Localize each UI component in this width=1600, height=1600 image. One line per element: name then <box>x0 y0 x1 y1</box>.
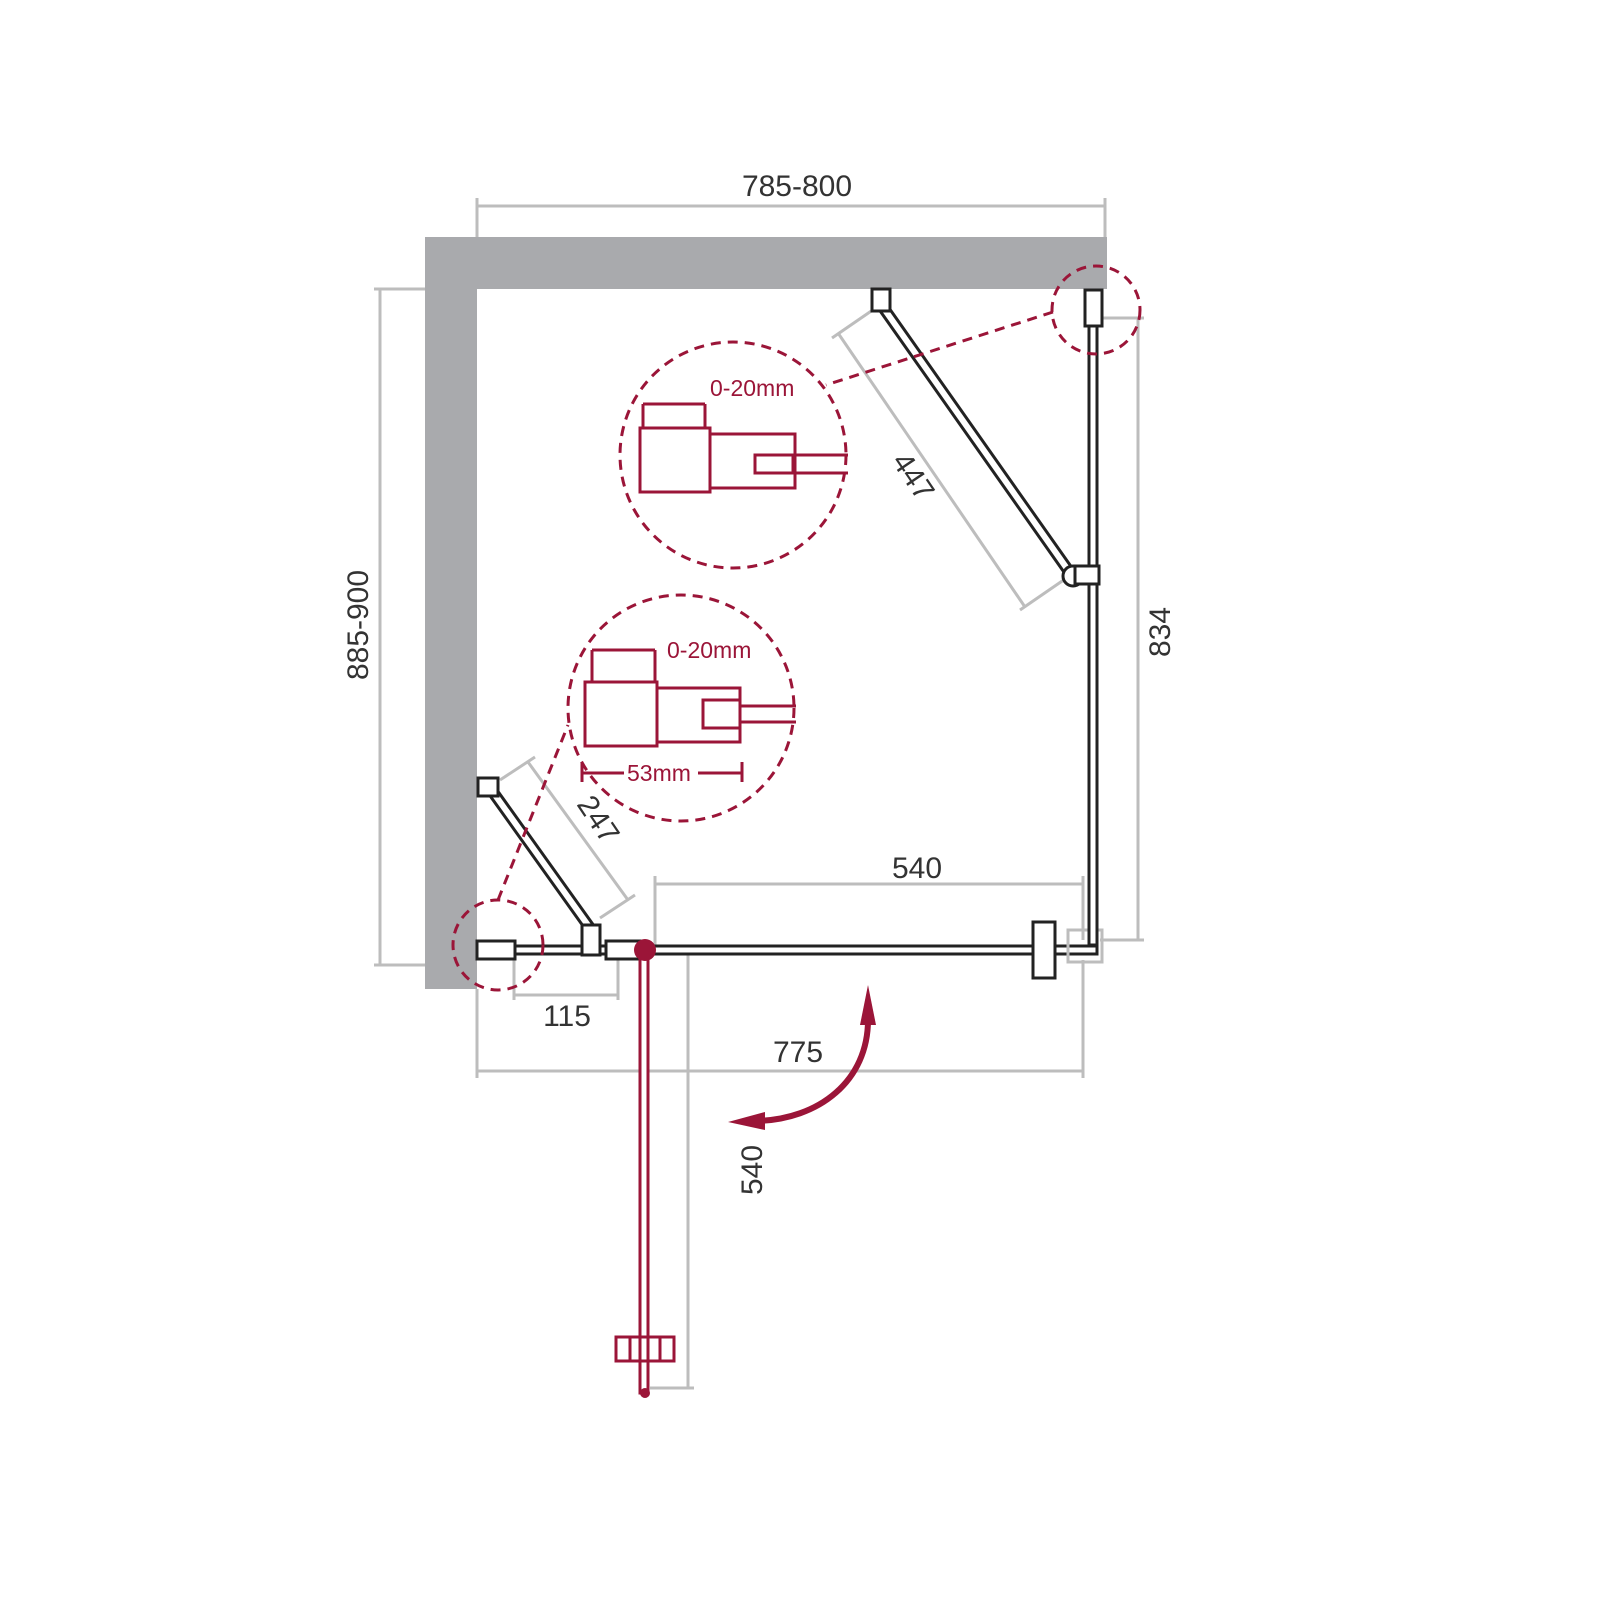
dim-upper-brace-label: 447 <box>885 447 940 507</box>
back-wall <box>425 237 1107 289</box>
dim-door-swing: 540 <box>650 955 769 1390</box>
callout-lower: 0-20mm 53mm <box>451 593 796 992</box>
dim-left-depth: 885-900 <box>342 287 425 967</box>
dim-left-depth-label: 885-900 <box>342 570 375 680</box>
dim-right-panel-label: 834 <box>1144 607 1177 657</box>
dim-front-width-label: 775 <box>773 1036 823 1069</box>
dim-fixed-offset: 115 <box>512 960 620 1033</box>
dim-door-opening-label: 540 <box>892 852 942 885</box>
swing-arrow-icon <box>728 985 876 1130</box>
dim-front-width: 775 <box>475 960 1085 1078</box>
dim-right-panel: 834 <box>1100 316 1177 942</box>
callout-upper: 0-20mm <box>618 264 1142 570</box>
lower-stabilizer-bar <box>476 776 602 957</box>
dim-fixed-offset-label: 115 <box>543 1000 591 1033</box>
front-fixed-panel <box>475 920 1104 980</box>
dim-lower-brace-label: 247 <box>570 790 625 850</box>
upper-stabilizer-bar <box>870 287 1101 588</box>
dim-top-width: 785-800 <box>475 170 1107 237</box>
dim-upper-brace: 447 <box>831 303 1069 612</box>
dim-door-opening: 540 <box>653 852 1085 945</box>
dim-door-swing-label: 540 <box>736 1145 769 1195</box>
lower-profile-width-label: 53mm <box>627 760 691 786</box>
lower-adjust-label: 0-20mm <box>667 637 751 663</box>
swing-door <box>614 939 676 1398</box>
right-fixed-panel <box>1083 288 1104 947</box>
upper-adjust-label: 0-20mm <box>710 375 794 401</box>
dim-top-width-label: 785-800 <box>742 170 852 203</box>
side-wall <box>425 237 477 989</box>
